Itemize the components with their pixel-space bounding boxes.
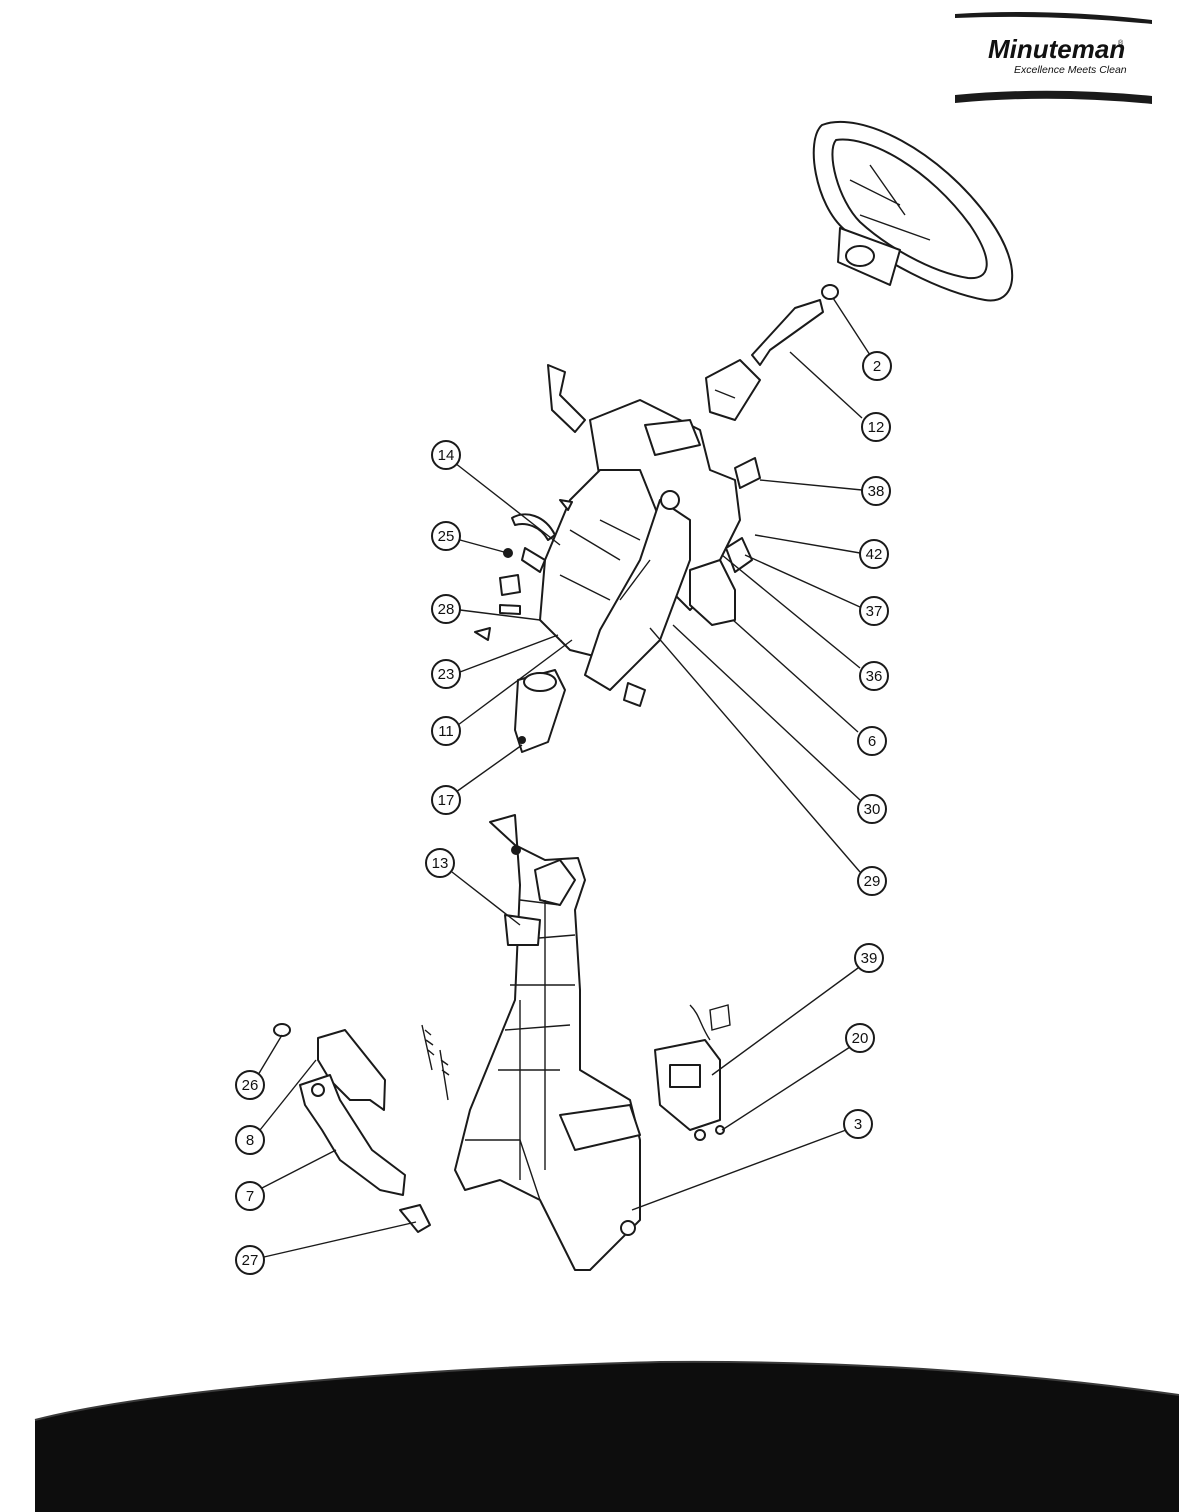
callout-label-26: 26 — [242, 1077, 259, 1094]
brand-tagline: Excellence Meets Clean — [1014, 64, 1127, 76]
callout-36 — [859, 661, 889, 691]
callout-label-11: 11 — [438, 723, 454, 740]
callout-6 — [857, 726, 887, 756]
loose-hardware — [474, 499, 646, 707]
callout-label-42: 42 — [866, 546, 883, 563]
brand-logo: Minuteman — [988, 34, 1125, 64]
springs — [421, 1024, 450, 1101]
brand-header: Minuteman ® Excellence Meets Clean — [955, 12, 1152, 104]
steering-column-upper — [705, 284, 839, 421]
callout-25 — [431, 521, 461, 551]
callout-label-36: 36 — [866, 668, 883, 685]
callout-20 — [845, 1023, 875, 1053]
callout-42 — [859, 539, 889, 569]
callout-23 — [431, 659, 461, 689]
callout-29 — [857, 866, 887, 896]
callout-30 — [857, 794, 887, 824]
callout-label-38: 38 — [868, 483, 885, 500]
callout-27 — [235, 1245, 265, 1275]
callout-label-12: 12 — [868, 419, 885, 436]
callout-label-25: 25 — [438, 528, 455, 545]
callouts: 2 12 38 42 37 36 6 30 29 14 — [235, 297, 892, 1275]
header-top-swoosh — [955, 12, 1152, 24]
callout-label-14: 14 — [438, 447, 455, 464]
pedal-assembly — [273, 1023, 431, 1233]
callout-label-29: 29 — [864, 873, 881, 890]
callout-39 — [854, 943, 884, 973]
callout-label-27: 27 — [242, 1252, 259, 1269]
callout-11 — [431, 716, 461, 746]
footer-swoosh — [35, 1361, 1179, 1512]
header-bottom-swoosh — [955, 90, 1152, 104]
callout-label-3: 3 — [854, 1116, 862, 1133]
callout-2 — [862, 351, 892, 381]
callout-37 — [859, 596, 889, 626]
callout-28 — [431, 594, 461, 624]
callout-label-30: 30 — [864, 801, 881, 818]
callout-label-37: 37 — [866, 603, 883, 620]
footer-swoosh-highlight — [34, 1360, 1179, 1421]
callout-label-7: 7 — [246, 1188, 254, 1205]
callout-label-2: 2 — [873, 358, 881, 375]
callout-8 — [235, 1125, 265, 1155]
brand-registered-mark: ® — [1118, 39, 1124, 47]
callout-14 — [431, 440, 461, 470]
callout-13 — [425, 848, 455, 878]
callout-7 — [235, 1181, 265, 1211]
callout-label-39: 39 — [861, 950, 878, 967]
base-frame — [454, 814, 641, 1271]
callout-38 — [861, 476, 891, 506]
callout-label-13: 13 — [432, 855, 449, 872]
switch-bracket — [654, 1004, 731, 1141]
callout-label-8: 8 — [246, 1132, 254, 1149]
callout-26 — [235, 1070, 265, 1100]
column-housing — [539, 364, 761, 691]
callout-label-23: 23 — [438, 666, 455, 683]
callout-label-17: 17 — [438, 792, 455, 809]
steering-wheel — [812, 120, 1014, 302]
callout-label-20: 20 — [852, 1030, 869, 1047]
callout-3 — [843, 1109, 873, 1139]
u-joint — [514, 669, 566, 753]
callout-17 — [431, 785, 461, 815]
callout-12 — [861, 412, 891, 442]
callout-label-6: 6 — [868, 733, 876, 750]
callout-label-28: 28 — [438, 601, 455, 618]
